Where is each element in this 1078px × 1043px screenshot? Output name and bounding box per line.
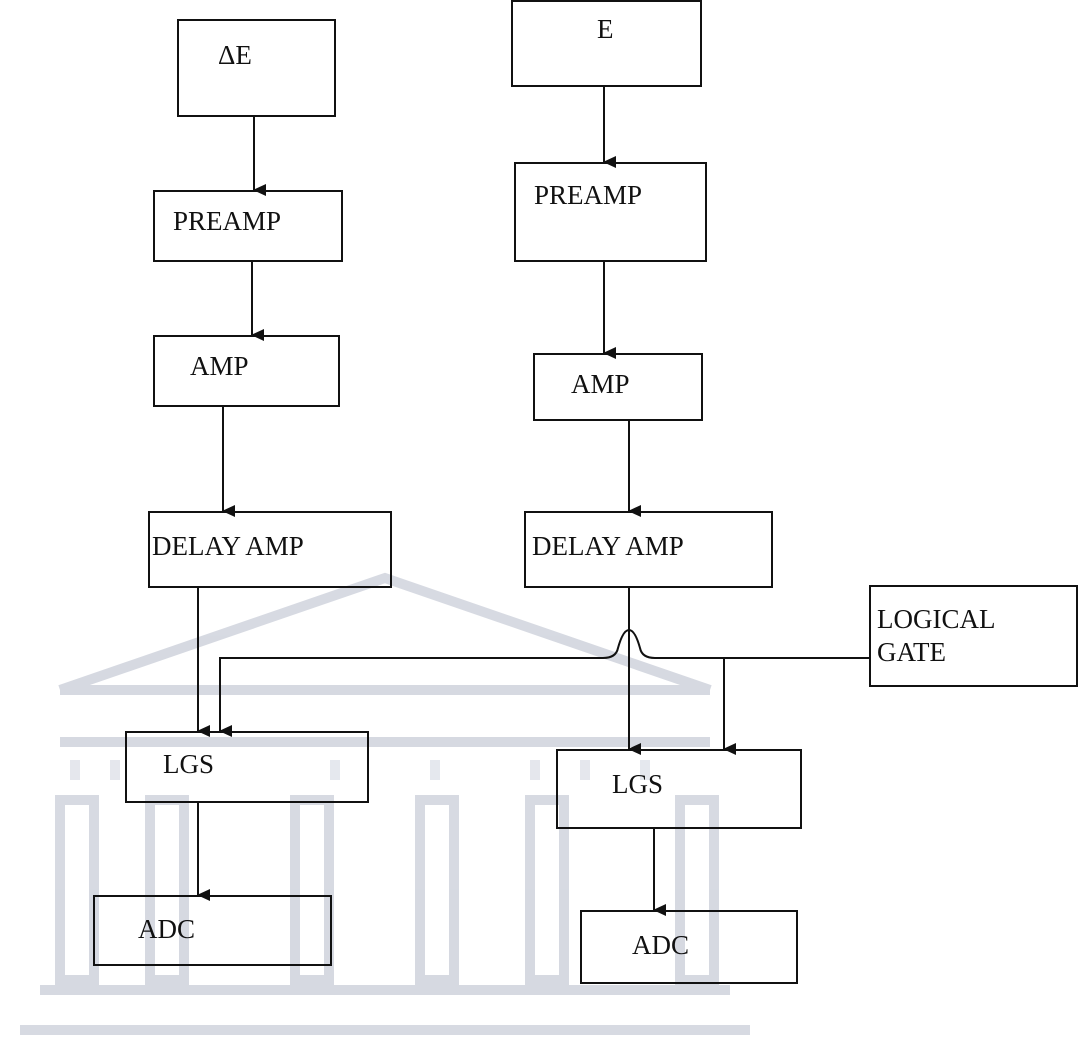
right-lgs-label: LGS [612,769,663,800]
logical-gate-label-line1: LOGICAL [877,604,995,635]
delta-e-label: ΔE [218,40,252,71]
right-adc-label: ADC [632,930,689,961]
e-label: E [597,14,614,45]
left-adc-label: ADC [138,914,195,945]
left-amp-label: AMP [190,351,249,382]
right-preamp-box: PREAMP [514,162,707,262]
left-delay-amp-label: DELAY AMP [152,531,304,562]
left-lgs-box: LGS [125,731,369,803]
right-amp-box: AMP [533,353,703,421]
right-amp-label: AMP [571,369,630,400]
logical-gate-box: LOGICAL GATE [869,585,1078,687]
e-detector-box: E [511,0,702,87]
delta-e-detector-box: ΔE [177,19,336,117]
left-amp-box: AMP [153,335,340,407]
logical-gate-label-line2: GATE [877,637,946,668]
right-delay-amp-box: DELAY AMP [524,511,773,588]
left-preamp-box: PREAMP [153,190,343,262]
right-delay-amp-label: DELAY AMP [532,531,684,562]
gate-signal-line [220,630,869,731]
left-adc-box: ADC [93,895,332,966]
right-preamp-label: PREAMP [534,180,642,211]
right-lgs-box: LGS [556,749,802,829]
right-adc-box: ADC [580,910,798,984]
left-delay-amp-box: DELAY AMP [148,511,392,588]
left-lgs-label: LGS [163,749,214,780]
left-preamp-label: PREAMP [173,206,281,237]
